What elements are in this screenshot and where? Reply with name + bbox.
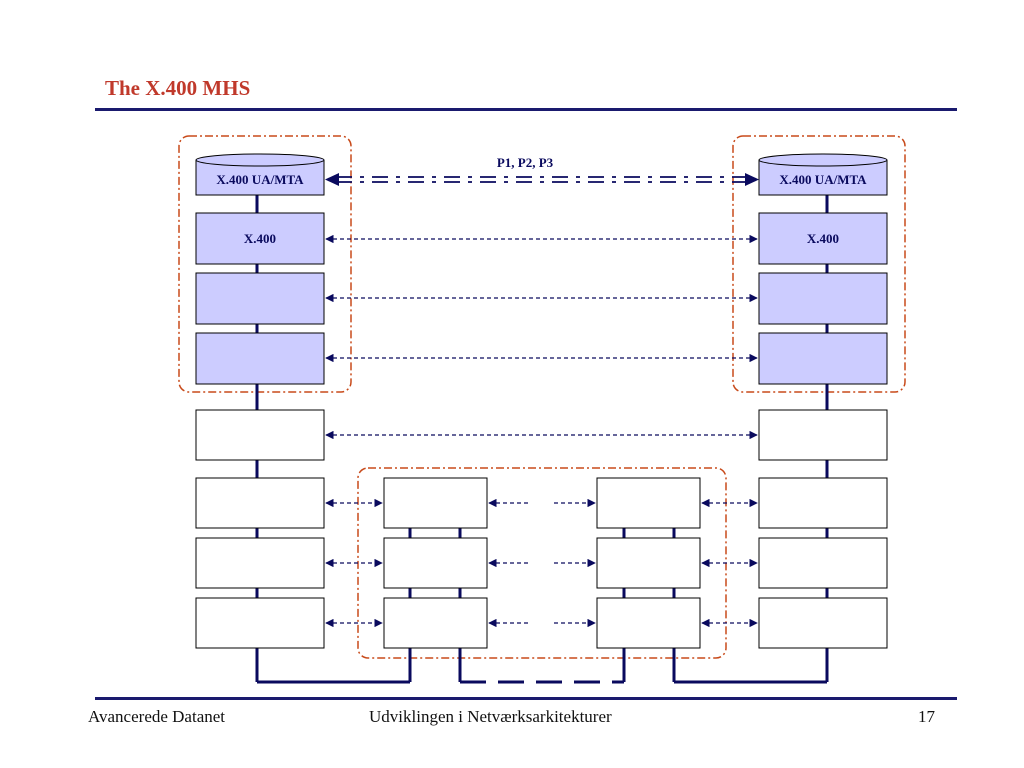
footer-lecture-title: Udviklingen i Netværksarkitekturer bbox=[369, 707, 612, 726]
relay-b-layer-1 bbox=[596, 597, 701, 649]
right-ua-mta-cylinder bbox=[758, 153, 888, 196]
relay-b-layer-3 bbox=[596, 477, 701, 529]
slide-title: The X.400 MHS bbox=[105, 76, 251, 100]
left-layer-1 bbox=[195, 597, 325, 649]
footer-course-name: Avancerede Datanet bbox=[88, 707, 226, 726]
left-layer-6 bbox=[195, 272, 325, 325]
right-application-group-outline bbox=[732, 135, 906, 393]
ua-mta-peer-arrowhead-left bbox=[325, 173, 339, 186]
left-ua-mta-cylinder bbox=[195, 153, 325, 196]
right-x400-label: X.400 bbox=[807, 231, 839, 246]
right-x400-layer bbox=[758, 212, 888, 265]
right-ua-mta-label: X.400 UA/MTA bbox=[779, 172, 867, 187]
left-x400-label: X.400 bbox=[244, 231, 276, 246]
right-layer-3 bbox=[758, 477, 888, 529]
ua-mta-peer-arrowhead-right bbox=[745, 173, 759, 186]
protocol-label: P1, P2, P3 bbox=[497, 155, 554, 170]
right-layer-6 bbox=[758, 272, 888, 325]
right-layer-2 bbox=[758, 537, 888, 589]
relay-a-layer-1 bbox=[383, 597, 488, 649]
left-layer-3 bbox=[195, 477, 325, 529]
relay-a-layer-2 bbox=[383, 537, 488, 589]
relay-b-layer-2 bbox=[596, 537, 701, 589]
right-layer-4 bbox=[758, 409, 888, 461]
left-ua-mta-label: X.400 UA/MTA bbox=[216, 172, 304, 187]
footer-page-number: 17 bbox=[918, 707, 935, 726]
left-layer-5 bbox=[195, 332, 325, 385]
left-application-group-outline bbox=[178, 135, 352, 393]
header-rule bbox=[95, 108, 957, 111]
left-layer-4 bbox=[195, 409, 325, 461]
right-layer-1 bbox=[758, 597, 888, 649]
left-x400-layer bbox=[195, 212, 325, 265]
right-layer-5 bbox=[758, 332, 888, 385]
footer-rule bbox=[95, 697, 957, 700]
left-layer-2 bbox=[195, 537, 325, 589]
relay-a-layer-3 bbox=[383, 477, 488, 529]
